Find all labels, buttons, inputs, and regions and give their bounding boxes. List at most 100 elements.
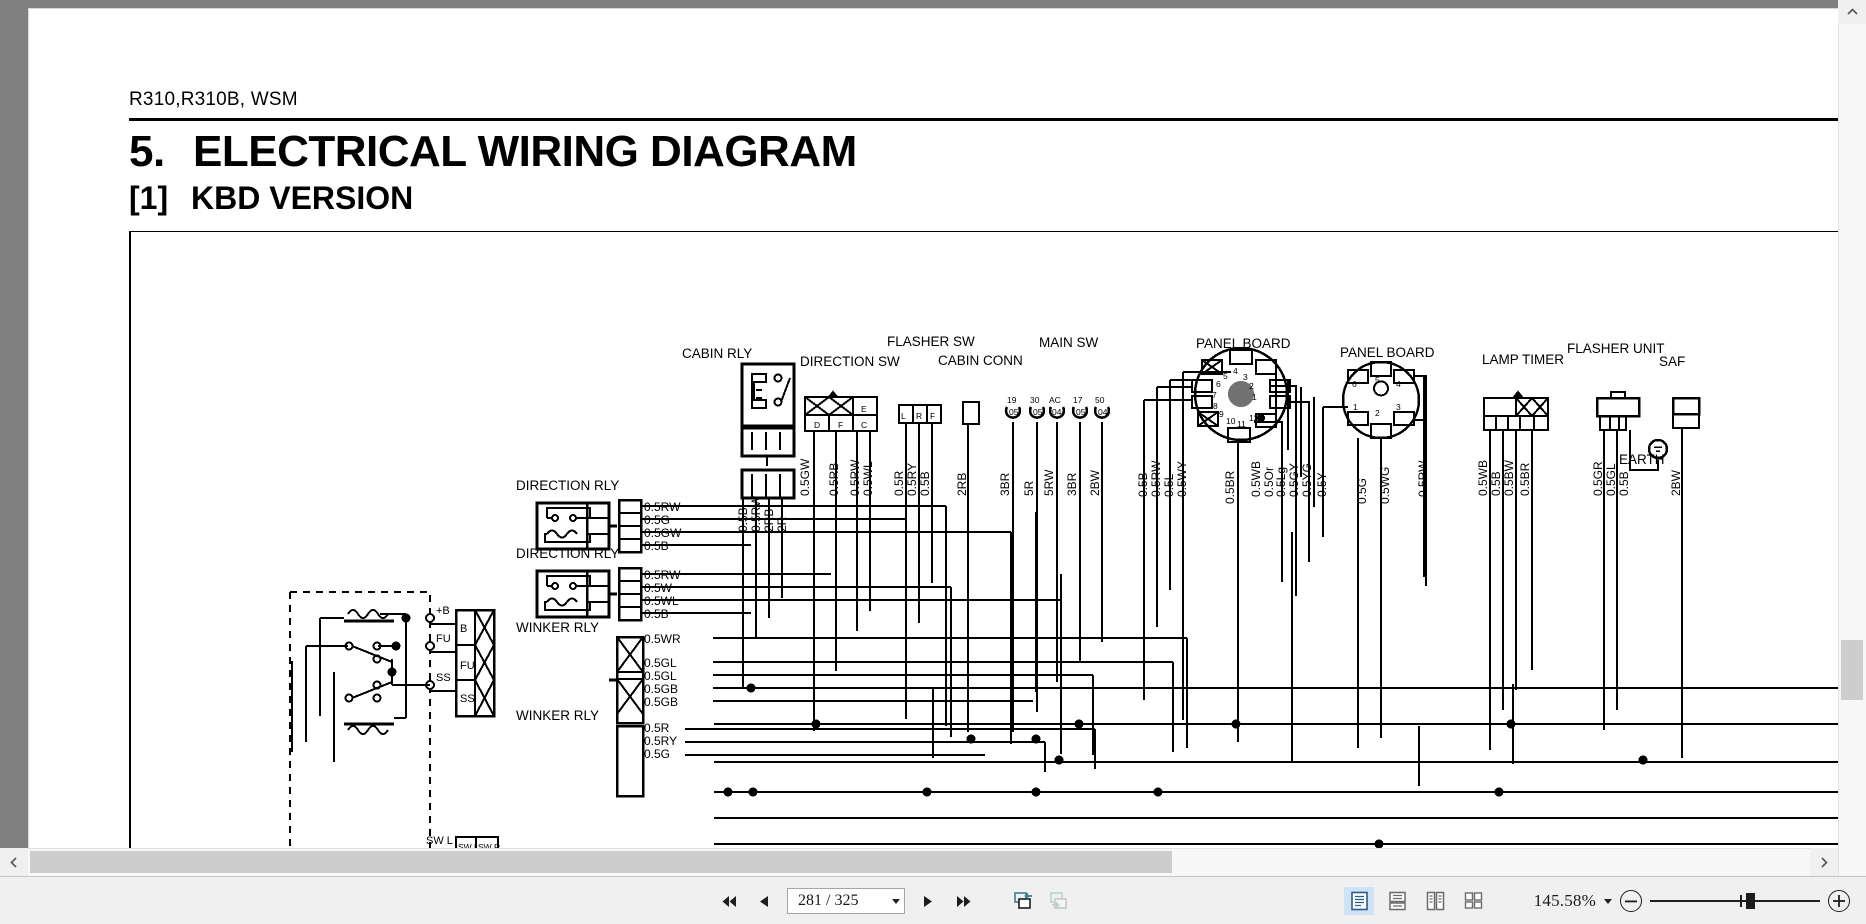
view-mode-continuous-scroll[interactable] <box>1382 887 1412 915</box>
svg-text:+B: +B <box>436 605 450 617</box>
svg-text:0.5B: 0.5B <box>1617 471 1631 496</box>
svg-text:0.5GL: 0.5GL <box>644 669 677 683</box>
svg-text:05: 05 <box>1009 407 1019 417</box>
view-mode-single-page[interactable] <box>1344 887 1374 915</box>
svg-text:SS: SS <box>460 693 475 705</box>
svg-text:AC: AC <box>1049 395 1061 405</box>
next-page-icon <box>924 895 932 907</box>
horizontal-scrollbar-thumb[interactable] <box>30 851 1172 873</box>
scroll-up-button[interactable] <box>1838 0 1866 24</box>
svg-text:04: 04 <box>1098 407 1108 417</box>
svg-text:0.5GY: 0.5GY <box>1287 463 1301 497</box>
zoom-slider-track <box>1650 900 1820 902</box>
svg-text:0.5RY: 0.5RY <box>644 734 677 748</box>
heading-number: 5. <box>129 127 165 176</box>
svg-text:FU: FU <box>436 633 451 645</box>
svg-text:0.5B: 0.5B <box>1489 471 1503 496</box>
svg-text:0.5GB: 0.5GB <box>644 695 678 709</box>
svg-text:0.5RY: 0.5RY <box>905 463 919 496</box>
svg-text:05: 05 <box>1033 407 1043 417</box>
next-page-button[interactable] <box>915 888 941 914</box>
scroll-right-button[interactable] <box>1810 848 1838 876</box>
svg-text:0.5Or: 0.5Or <box>1262 467 1276 497</box>
continuous-scroll-icon <box>1388 891 1406 911</box>
svg-text:04: 04 <box>1052 407 1062 417</box>
page-subtitle: [1] KBD VERSION <box>129 180 413 217</box>
saf-symbol <box>1671 396 1701 429</box>
zoom-dropdown-chevron-down-icon[interactable] <box>1604 898 1612 904</box>
previous-view-icon <box>1014 892 1032 909</box>
previous-view-button[interactable] <box>1011 888 1037 914</box>
earth-symbol <box>1647 438 1669 460</box>
svg-text:0.5R: 0.5R <box>892 470 906 496</box>
two-page-icon <box>1426 891 1444 911</box>
view-and-zoom-group: 145.58% <box>1344 877 1850 924</box>
svg-text:E: E <box>861 404 867 414</box>
lamp-timer-symbol <box>1483 390 1549 431</box>
svg-text:9: 9 <box>1219 409 1224 419</box>
page-number-input[interactable]: 281 / 325 <box>787 888 905 914</box>
svg-text:DIRECTION SW: DIRECTION SW <box>800 354 900 369</box>
winker-rly-1-symbol <box>609 635 645 725</box>
document-viewport[interactable]: R310,R310B, WSM 5.ELECTRICAL WIRING DIAG… <box>0 0 1838 876</box>
svg-text:5RW: 5RW <box>1042 469 1056 496</box>
svg-text:DIRECTION RLY: DIRECTION RLY <box>516 546 619 561</box>
winker-rly-2-symbol <box>615 724 645 798</box>
zoom-out-button[interactable] <box>1620 890 1642 912</box>
first-page-icon <box>722 895 736 907</box>
last-page-button[interactable] <box>951 888 977 914</box>
running-head: R310,R310B, WSM <box>129 89 298 110</box>
svg-text:12: 12 <box>1249 413 1259 423</box>
flasher-unit-symbol <box>1595 391 1641 431</box>
zoom-out-icon <box>1625 900 1637 902</box>
svg-text:0.5GW: 0.5GW <box>798 458 812 496</box>
header-rule <box>129 118 1838 121</box>
svg-text:6: 6 <box>1352 379 1357 389</box>
power-unit-block: +B FU SS SW L B FU SS <box>289 591 500 856</box>
bottom-toolbar: 281 / 325 <box>0 876 1866 924</box>
zoom-slider[interactable] <box>1650 888 1820 914</box>
vertical-scrollbar[interactable] <box>1838 0 1866 876</box>
svg-text:4: 4 <box>1233 366 1238 376</box>
zoom-slider-handle[interactable] <box>1746 893 1755 909</box>
svg-text:8: 8 <box>1213 401 1218 411</box>
svg-text:PANEL BOARD: PANEL BOARD <box>1196 336 1291 351</box>
panel-board-2-symbol: 12 34 56 <box>1341 360 1421 440</box>
svg-text:D: D <box>814 420 820 430</box>
svg-text:1: 1 <box>1353 402 1358 412</box>
svg-text:L: L <box>901 411 906 421</box>
svg-text:F: F <box>838 420 843 430</box>
view-mode-two-page[interactable] <box>1420 887 1450 915</box>
svg-text:FLASHER SW: FLASHER SW <box>887 334 975 349</box>
svg-text:0.5BR: 0.5BR <box>1518 462 1532 496</box>
svg-text:0.5WR: 0.5WR <box>644 632 681 646</box>
svg-text:CABIN CONN: CABIN CONN <box>938 353 1023 368</box>
next-view-button[interactable] <box>1047 888 1073 914</box>
view-mode-two-page-scrolling[interactable] <box>1458 887 1488 915</box>
zoom-in-button[interactable] <box>1828 890 1850 912</box>
svg-text:0.5BW: 0.5BW <box>1502 459 1516 496</box>
svg-text:0.5RB: 0.5RB <box>827 463 841 496</box>
svg-text:19: 19 <box>1007 395 1017 405</box>
wiring-diagram-svg: 0.5B 0.5RW 2RB 2R D <box>289 334 1838 862</box>
next-view-icon <box>1050 892 1067 909</box>
previous-page-button[interactable] <box>751 888 777 914</box>
direction-rly-1-symbol <box>535 498 643 554</box>
cabin-conn-symbol <box>962 401 980 432</box>
subheading-number: [1] <box>129 180 169 216</box>
first-page-button[interactable] <box>715 888 741 914</box>
svg-text:0.5R: 0.5R <box>644 721 670 735</box>
svg-text:0.5G: 0.5G <box>644 747 670 761</box>
scroll-left-button[interactable] <box>0 848 28 876</box>
pdf-page: R310,R310B, WSM 5.ELECTRICAL WIRING DIAG… <box>28 8 1838 876</box>
vertical-scrollbar-thumb[interactable] <box>1841 640 1863 700</box>
svg-text:0.5GL: 0.5GL <box>1604 463 1618 496</box>
svg-text:SW L: SW L <box>458 842 479 852</box>
svg-text:50: 50 <box>1095 395 1105 405</box>
svg-text:SW L: SW L <box>426 835 453 847</box>
svg-text:C: C <box>861 420 867 430</box>
svg-text:DIRECTION RLY: DIRECTION RLY <box>516 478 619 493</box>
chevron-down-icon[interactable] <box>892 898 900 904</box>
subheading-text: KBD VERSION <box>191 180 414 216</box>
